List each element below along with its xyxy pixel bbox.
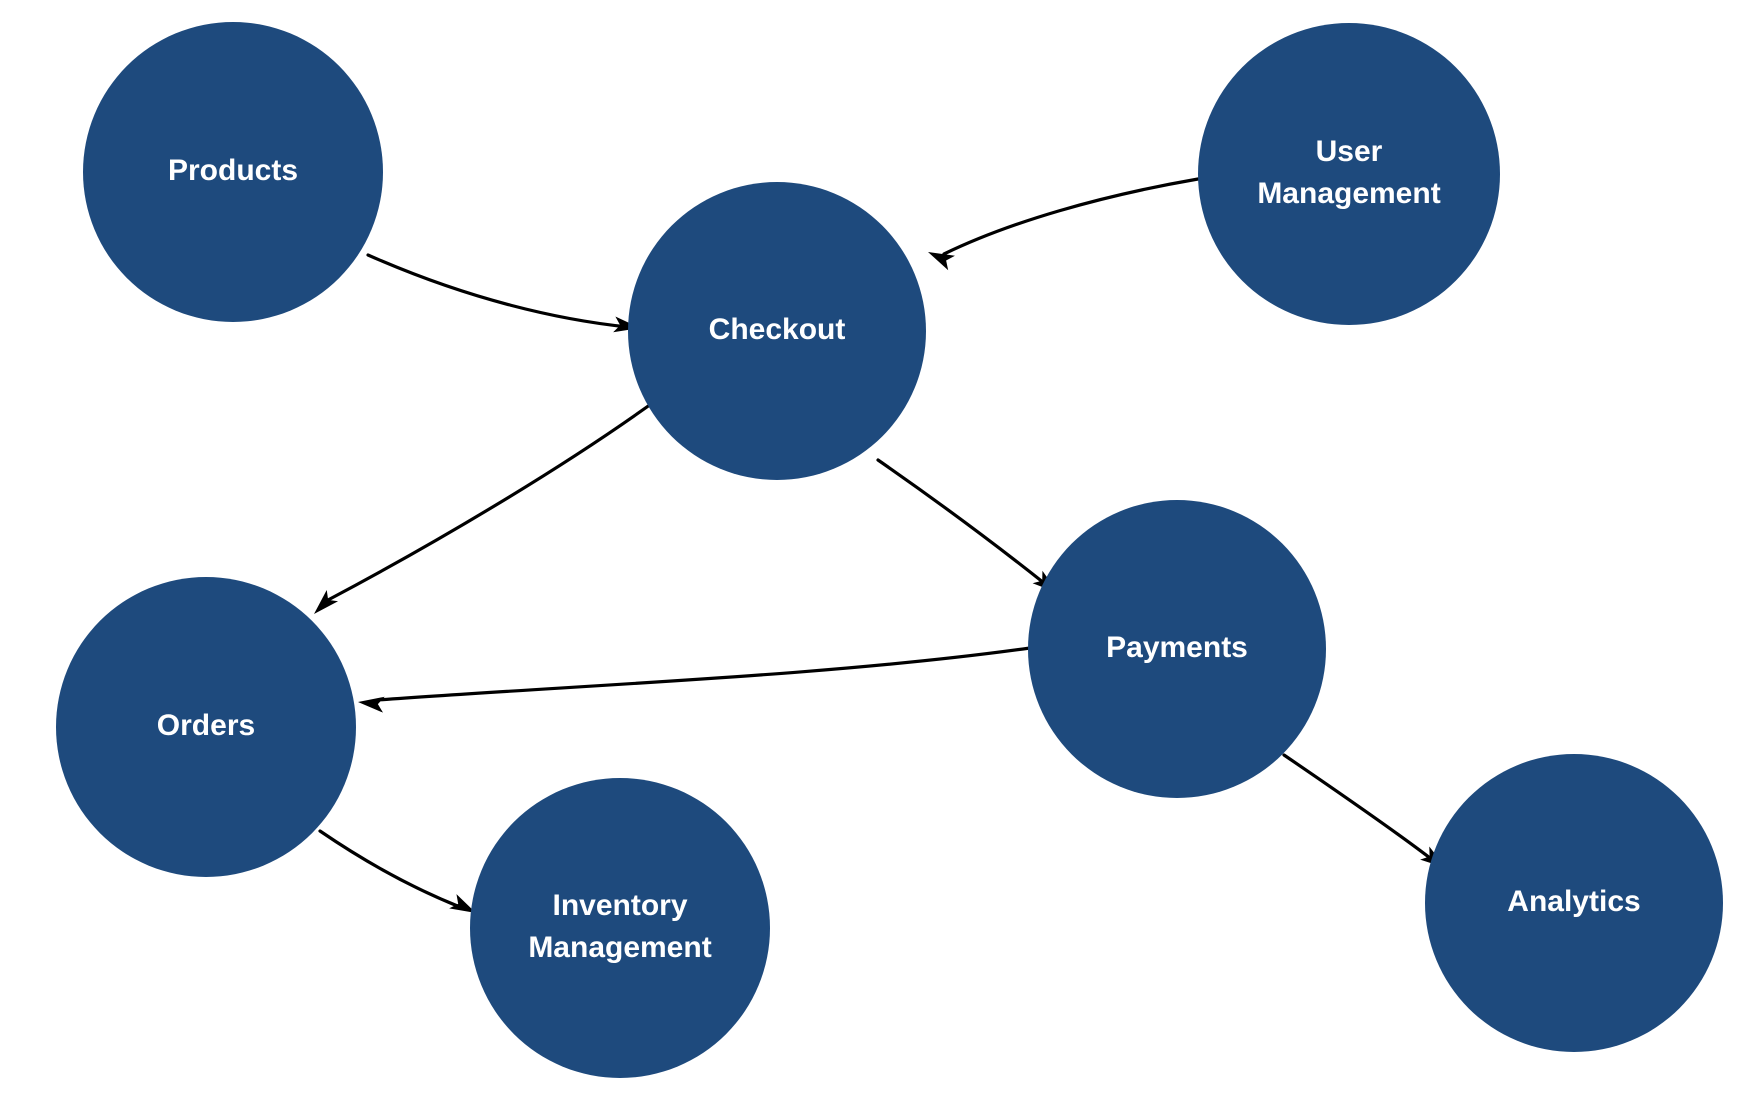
edge-checkout-to-payments [876,458,1058,593]
node-circle[interactable] [470,778,770,1078]
edge-line [366,253,630,329]
node-products[interactable]: Products [83,22,383,322]
edge-products-to-checkout [366,253,640,333]
edge-orders-to-inventory-management [318,829,476,913]
arrow-head-icon [928,252,955,271]
node-circle[interactable] [1028,500,1326,798]
node-circle[interactable] [1425,754,1723,1052]
node-orders[interactable]: Orders [56,577,356,877]
edge-payments-to-analytics [1282,753,1446,868]
node-circle[interactable] [56,577,356,877]
node-circle[interactable] [628,182,926,480]
node-payments[interactable]: Payments [1028,500,1326,798]
edge-line [876,458,1046,585]
edge-line [376,646,1032,702]
node-checkout[interactable]: Checkout [628,182,926,480]
arrow-head-icon [358,696,385,713]
edge-line [1282,753,1432,860]
edge-line [326,397,660,602]
edge-line [318,829,462,909]
edge-payments-to-orders [358,646,1032,713]
edge-user-management-to-checkout [928,177,1200,271]
node-circle[interactable] [83,22,383,322]
edge-checkout-to-orders [314,397,660,614]
edge-line [942,177,1200,256]
node-analytics[interactable]: Analytics [1425,754,1723,1052]
arrow-head-icon [314,589,339,614]
arrow-head-icon [449,894,476,913]
node-circle[interactable] [1198,23,1500,325]
